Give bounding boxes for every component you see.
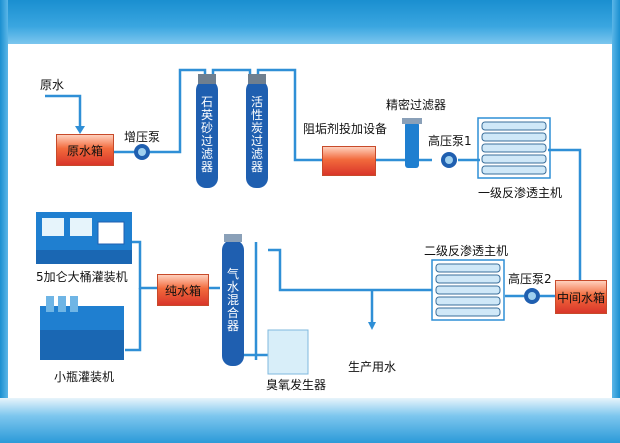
gas-water-mixer-label: 气水混合器 [226, 267, 239, 333]
barrel-filler-label: 5加仑大桶灌装机 [36, 270, 128, 284]
intermediate-tank: 中间水箱 [555, 280, 607, 314]
antiscalant-label: 阻垢剂投加设备 [303, 122, 388, 136]
raw-water-label: 原水 [40, 78, 65, 92]
bottle-filler-label: 小瓶灌装机 [54, 370, 115, 384]
ro-stage2-label: 二级反渗透主机 [424, 244, 509, 258]
header-band [0, 0, 620, 44]
hp-pump-2-label: 高压泵2 [508, 272, 552, 286]
left-border [0, 0, 8, 443]
hp-pump-1-label: 高压泵1 [428, 134, 472, 148]
ro-stage1-label: 一级反渗透主机 [478, 186, 563, 200]
ozone-generator-label: 臭氧发生器 [266, 378, 327, 392]
right-border [612, 0, 620, 443]
quartz-filter-label: 石英砂过滤器 [200, 95, 213, 174]
raw-water-tank: 原水箱 [56, 134, 114, 166]
quartz-filter-vessel [196, 74, 218, 188]
precision-filter-label: 精密过滤器 [386, 98, 447, 112]
production-water-label: 生产用水 [348, 360, 397, 374]
carbon-filter-label: 活性炭过滤器 [250, 95, 263, 174]
pure-water-tank: 纯水箱 [157, 274, 209, 306]
footer-band [0, 398, 620, 443]
carbon-filter-vessel [246, 74, 268, 188]
booster-pump-label: 增压泵 [124, 130, 161, 144]
antiscalant-unit [322, 146, 376, 176]
